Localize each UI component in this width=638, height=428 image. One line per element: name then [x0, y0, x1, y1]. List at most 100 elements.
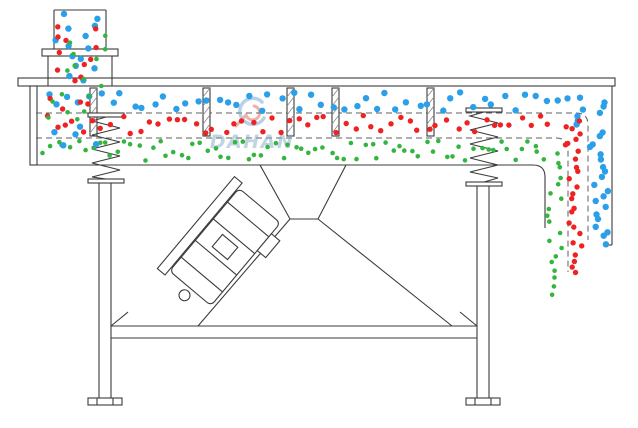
- particle-red: [443, 117, 450, 123]
- particle-green: [330, 150, 335, 156]
- particle-blue: [402, 99, 410, 106]
- particle-red: [193, 121, 200, 127]
- particle-red: [528, 122, 534, 129]
- particle-red: [570, 240, 576, 246]
- stiffener-hatch-line: [426, 87, 435, 98]
- particle-blue: [600, 193, 607, 200]
- stiffener-hatch-line: [89, 96, 98, 107]
- particle-blue: [77, 55, 85, 63]
- particle-green: [143, 158, 148, 163]
- particle-red: [368, 124, 374, 130]
- particle-green: [471, 146, 476, 151]
- particle-green: [127, 141, 133, 147]
- particle-red: [238, 118, 245, 124]
- particle-blue: [600, 103, 607, 110]
- particle-green: [462, 158, 468, 163]
- dahan-watermark: DAHAN: [210, 96, 293, 153]
- particle-red: [278, 129, 284, 136]
- particle-blue: [596, 132, 603, 140]
- particle-red: [146, 119, 153, 125]
- particle-red: [571, 224, 577, 230]
- particle-blue: [576, 94, 584, 101]
- particle-green: [40, 150, 45, 156]
- stiffener-hatch-line: [426, 105, 435, 116]
- particle-red: [55, 124, 61, 130]
- particle-blue: [173, 105, 180, 113]
- particle-blue: [233, 101, 240, 109]
- particle-blue: [110, 99, 118, 106]
- particle-blue: [592, 197, 599, 205]
- particle-green: [81, 109, 87, 114]
- particle-red: [314, 114, 320, 121]
- particle-blue: [591, 181, 598, 189]
- particle-green: [549, 259, 554, 265]
- particle-red: [174, 117, 181, 123]
- particle-green: [83, 147, 88, 153]
- screen-box-top-cover: [17, 77, 616, 87]
- particle-green: [545, 213, 550, 218]
- particle-green: [46, 115, 51, 120]
- particle-green: [534, 149, 539, 154]
- particle-green: [265, 144, 270, 150]
- particle-red: [251, 119, 257, 126]
- particle-blue: [373, 105, 381, 113]
- motor-mount-plate: [156, 175, 243, 276]
- stiffener-hatch-line: [331, 114, 340, 125]
- particle-red: [566, 176, 572, 182]
- particle-red: [59, 106, 66, 112]
- particle-blue: [132, 103, 139, 110]
- particle-red: [138, 128, 144, 135]
- particle-red: [575, 148, 581, 154]
- particle-red: [456, 126, 462, 132]
- particle-blue: [602, 241, 610, 248]
- particle-red: [570, 191, 576, 197]
- particle-blue: [502, 92, 509, 100]
- particle-green: [306, 150, 311, 156]
- particle-green: [415, 154, 421, 159]
- particle-blue: [592, 223, 599, 230]
- particle-blue: [138, 104, 145, 112]
- particle-blue: [604, 187, 612, 195]
- particle-green: [425, 139, 430, 145]
- particle-red: [181, 116, 188, 123]
- particle-red: [563, 124, 569, 130]
- watermark-swirl-blue: [238, 96, 266, 126]
- particle-red: [224, 129, 230, 136]
- particle-blue: [51, 129, 58, 136]
- particle-green: [491, 147, 496, 153]
- stiffener-hatch-line: [89, 123, 98, 134]
- stiffener-hatch-line: [202, 114, 211, 125]
- particle-red: [166, 116, 173, 122]
- particle-blue: [307, 91, 315, 98]
- particle-red: [579, 243, 585, 249]
- stiffener-post: [89, 87, 98, 137]
- stiffener-post: [426, 87, 435, 137]
- particle-red: [566, 220, 572, 226]
- particle-green: [107, 153, 112, 158]
- particle-blue: [259, 107, 266, 115]
- particle-blue: [263, 91, 271, 98]
- particle-green: [519, 146, 525, 152]
- particle-blue: [597, 156, 605, 163]
- particle-green: [75, 117, 80, 122]
- particle-red: [269, 115, 275, 121]
- particle-blue: [60, 142, 67, 149]
- particle-red: [573, 136, 579, 142]
- particle-blue: [182, 100, 189, 107]
- particle-blue: [92, 141, 100, 148]
- particle-red: [569, 195, 575, 202]
- particle-green: [555, 182, 561, 187]
- particle-green: [499, 139, 504, 144]
- particle-green: [320, 145, 325, 150]
- particle-blue: [470, 103, 477, 111]
- particle-green: [99, 83, 104, 89]
- particle-blue: [594, 215, 602, 223]
- particle-green: [186, 155, 191, 161]
- particle-red: [569, 126, 575, 132]
- particle-red: [572, 269, 579, 276]
- particle-red: [231, 121, 237, 127]
- motor-body: [171, 189, 279, 305]
- particle-green: [558, 175, 563, 181]
- particle-blue: [487, 101, 494, 108]
- left-foot-plate: [87, 397, 123, 406]
